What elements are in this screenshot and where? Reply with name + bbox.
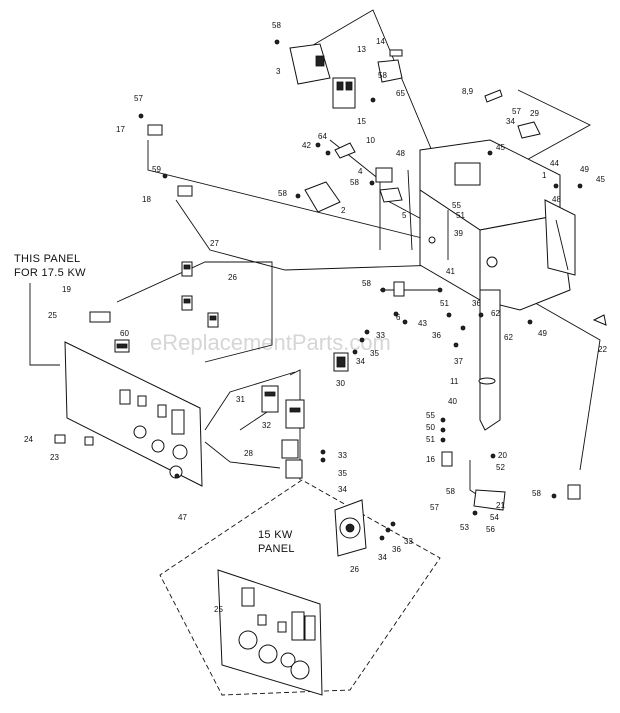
part-number: 33 [404, 537, 413, 546]
part-number: 52 [496, 463, 505, 472]
part-number: 47 [178, 513, 187, 522]
part-number: 18 [142, 195, 151, 204]
part-number: 6 [396, 313, 401, 322]
part-number: 55 [452, 201, 461, 210]
part-number: 51 [440, 299, 449, 308]
part-number: 15 [357, 117, 366, 126]
circuit-board-part [289, 43, 331, 85]
part-number: 45 [496, 143, 505, 152]
part-number: 49 [538, 329, 547, 338]
part-number-callouts: 58 14 13 3 58 65 15 57 17 8,9 57 29 34 6… [24, 21, 607, 614]
this-panel-label-line1: THIS PANEL [14, 253, 80, 265]
part-number: 14 [376, 37, 385, 46]
part-number: 34 [378, 553, 387, 562]
part-number: 59 [152, 165, 161, 174]
part-number: 19 [62, 285, 71, 294]
part-number: 33 [338, 451, 347, 460]
panel-17-5kw [64, 341, 203, 487]
part-number: 48 [396, 149, 405, 158]
part-number: 49 [580, 165, 589, 174]
part-number: 41 [446, 267, 455, 276]
part-number: 26 [350, 565, 359, 574]
part-number: 20 [498, 451, 507, 460]
part-number: 53 [460, 523, 469, 532]
part-number: 51 [426, 435, 435, 444]
part-number: 58 [350, 178, 359, 187]
part-number: 58 [362, 279, 371, 288]
part-number: 34 [338, 485, 347, 494]
part-number: 57 [430, 503, 439, 512]
part-number: 8,9 [462, 87, 474, 96]
part-number: 17 [116, 125, 125, 134]
part-number: 58 [272, 21, 281, 30]
part-number: 65 [396, 89, 405, 98]
part-number: 58 [446, 487, 455, 496]
part-number: 57 [134, 94, 143, 103]
part-number: 35 [338, 469, 347, 478]
part-number: 21 [496, 501, 505, 510]
kw15-panel-callout [159, 479, 441, 696]
part-number: 25 [48, 311, 57, 320]
part-number: 31 [236, 395, 245, 404]
part-number: 4 [358, 167, 363, 176]
part-number: 36 [392, 545, 401, 554]
part-number: 34 [506, 117, 515, 126]
part-number: 10 [366, 136, 375, 145]
part-number: 58 [378, 71, 387, 80]
part-number: 56 [486, 525, 495, 534]
kw15-panel-label-line2: PANEL [258, 543, 295, 555]
part-number: 1 [542, 171, 547, 180]
part-number: 45 [596, 175, 605, 184]
part-number: 26 [228, 273, 237, 282]
part-number: 55 [426, 411, 435, 420]
leader-lines [29, 9, 601, 511]
part-number: 39 [454, 229, 463, 238]
part-number: 64 [318, 132, 327, 141]
watermark: eReplacementParts.com [150, 330, 391, 355]
part-number: 32 [262, 421, 271, 430]
part-number: 42 [302, 141, 311, 150]
part-number: 50 [426, 423, 435, 432]
part-number: 48 [552, 195, 561, 204]
part-number: 36 [432, 331, 441, 340]
this-panel-label-line2: FOR 17.5 KW [14, 267, 86, 279]
part-number: 28 [244, 449, 253, 458]
part-number: 23 [50, 453, 59, 462]
part-number: 5 [402, 211, 407, 220]
part-number: 3 [276, 67, 281, 76]
part-number: 24 [24, 435, 33, 444]
part-number: 25 [214, 605, 223, 614]
part-number: 62 [491, 309, 500, 318]
part-number: 37 [454, 357, 463, 366]
part-number: 33 [376, 331, 385, 340]
part-number: 29 [530, 109, 539, 118]
part-number: 54 [490, 513, 499, 522]
part-number: 58 [532, 489, 541, 498]
fasteners [138, 39, 583, 541]
panel-15kw [217, 499, 367, 696]
part-number: 11 [450, 377, 459, 386]
parts [54, 43, 607, 511]
part-number: 30 [336, 379, 345, 388]
part-number: 16 [426, 455, 435, 464]
part-number: 58 [278, 189, 287, 198]
part-number: 34 [356, 357, 365, 366]
part-number: 22 [598, 345, 607, 354]
part-number: 60 [120, 329, 129, 338]
part-number: 40 [448, 397, 457, 406]
part-number: 27 [210, 239, 219, 248]
part-number: 44 [550, 159, 559, 168]
part-number: 51 [456, 211, 465, 220]
chassis-frame [419, 139, 576, 311]
part-number: 57 [512, 107, 521, 116]
part-number: 43 [418, 319, 427, 328]
part-number: 13 [357, 45, 366, 54]
part-number: 62 [504, 333, 513, 342]
part-number: 35 [370, 349, 379, 358]
kw15-panel-label-line1: 15 KW [258, 529, 293, 541]
part-number: 36 [472, 299, 481, 308]
part-number: 2 [341, 206, 346, 215]
